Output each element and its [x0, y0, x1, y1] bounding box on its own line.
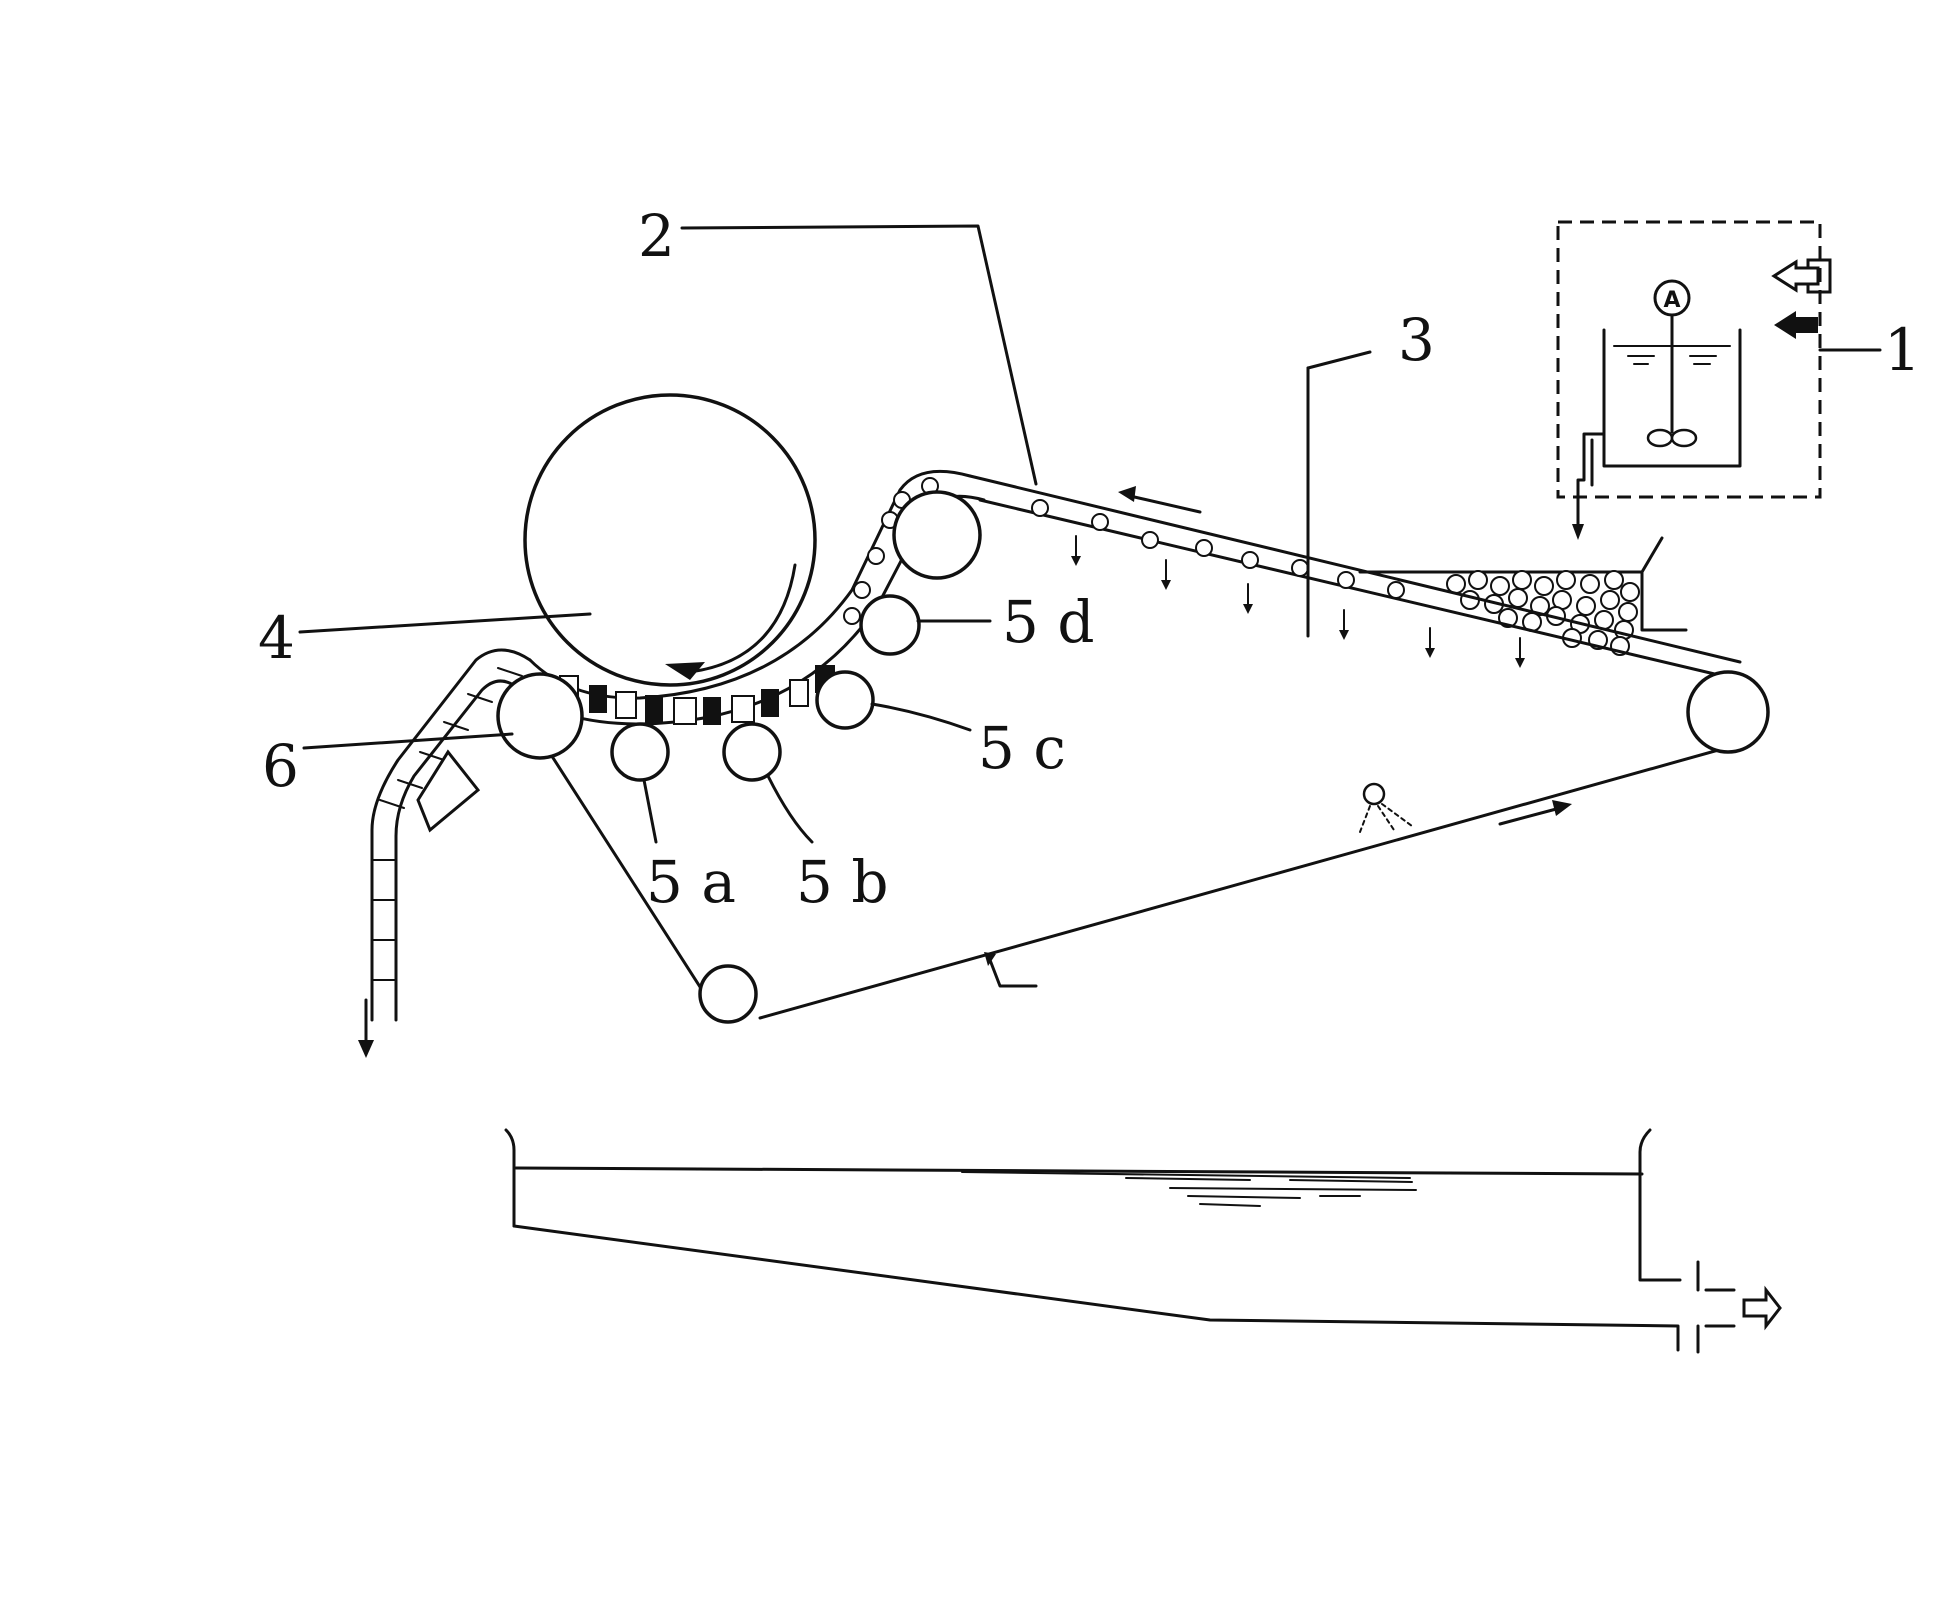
tank-enclosure	[1556, 220, 1822, 499]
granule	[1468, 570, 1488, 590]
roller-5d	[859, 594, 921, 656]
particle	[1387, 581, 1405, 599]
cake-tick	[379, 799, 405, 809]
drip-arrow-icon	[1243, 604, 1253, 614]
filtrate-trough	[504, 1128, 1782, 1354]
drum-4	[523, 393, 817, 687]
tank-vessel	[1602, 328, 1742, 468]
granule	[1508, 588, 1528, 608]
roller-5a	[610, 722, 670, 782]
label-4: 4	[258, 604, 295, 672]
tank-outlet-pipe	[1576, 432, 1606, 532]
hollow-right-arrow-icon	[1742, 1285, 1782, 1331]
cake-tick	[497, 667, 523, 677]
filtrate-drip-arrows	[1071, 535, 1525, 668]
drip-arrow-icon	[1339, 630, 1349, 640]
press-drum	[523, 393, 817, 687]
leader-4	[298, 612, 592, 634]
particle	[853, 581, 871, 599]
drip-arrow-icon	[1071, 556, 1081, 566]
leader-6	[302, 732, 514, 750]
scraper-blade	[416, 749, 481, 833]
granule	[1600, 590, 1620, 610]
label-6: 6	[262, 732, 299, 800]
belt-segment	[589, 685, 607, 713]
trough-liquid-lines	[961, 1171, 1417, 1207]
rotation-arrow	[688, 563, 797, 674]
roller-6	[496, 672, 584, 760]
particle	[867, 547, 885, 565]
label-3: 3	[1398, 306, 1435, 374]
particle	[1141, 531, 1159, 549]
roller-5c	[815, 670, 875, 730]
granule	[1512, 570, 1532, 590]
particle	[1337, 571, 1355, 589]
belt-segment	[761, 689, 779, 717]
roller-5d-top	[892, 490, 982, 580]
belt-segment	[645, 695, 663, 723]
feed-hopper	[1358, 536, 1688, 656]
hopper-outline	[1358, 570, 1688, 632]
granule	[1580, 574, 1600, 594]
belt-segment	[615, 691, 637, 719]
particle	[1195, 539, 1213, 557]
leader-5c	[870, 702, 972, 732]
label-5c: 5 c	[978, 714, 1066, 782]
granule-pile	[1446, 570, 1640, 656]
spray-nozzle	[1359, 782, 1413, 833]
granule	[1618, 602, 1638, 622]
belt-segment	[731, 695, 755, 723]
cake-tick	[419, 751, 445, 761]
leader-5b	[766, 774, 814, 844]
sludge-particles	[843, 477, 1405, 625]
belt-segment	[703, 697, 721, 725]
cake-tick	[397, 779, 423, 789]
discharge-arrow-icon	[358, 1040, 374, 1058]
leader-5a	[642, 778, 658, 844]
label-2: 2	[638, 202, 675, 270]
drip-arrow-icon	[1515, 658, 1525, 668]
drip-arrow-icon	[1425, 648, 1435, 658]
tension-roller	[698, 964, 758, 1024]
particle	[1291, 559, 1309, 577]
granule	[1604, 570, 1624, 590]
particle	[843, 607, 861, 625]
granule	[1556, 570, 1576, 590]
granule	[1446, 574, 1466, 594]
cake-tick	[467, 693, 493, 703]
granule	[1620, 582, 1640, 602]
leader-2	[680, 224, 1038, 486]
label-5d: 5 d	[1002, 588, 1094, 656]
granule	[1490, 576, 1510, 596]
solid-left-arrow-icon	[1774, 311, 1818, 339]
label-5b: 5 b	[796, 848, 888, 916]
label-5a: 5 a	[646, 848, 736, 916]
drive-roller	[1686, 670, 1770, 754]
granule	[1576, 596, 1596, 616]
mixing-tank-unit: A 1	[1556, 220, 1921, 540]
particle	[1241, 551, 1259, 569]
label-1: 1	[1884, 316, 1921, 384]
belt-segment	[789, 679, 809, 707]
belt-direction-arrows	[984, 486, 1572, 988]
drip-arrow-icon	[1161, 580, 1171, 590]
filter-cake-ticks	[371, 667, 523, 981]
belt-segment	[673, 697, 697, 725]
cake-tick	[443, 721, 469, 731]
granule	[1534, 576, 1554, 596]
particle	[1091, 513, 1109, 531]
agitator-blade	[1646, 428, 1674, 448]
granule	[1460, 590, 1480, 610]
particle	[1031, 499, 1049, 517]
motor-label: A	[1663, 288, 1680, 313]
roller-5b	[722, 722, 782, 782]
